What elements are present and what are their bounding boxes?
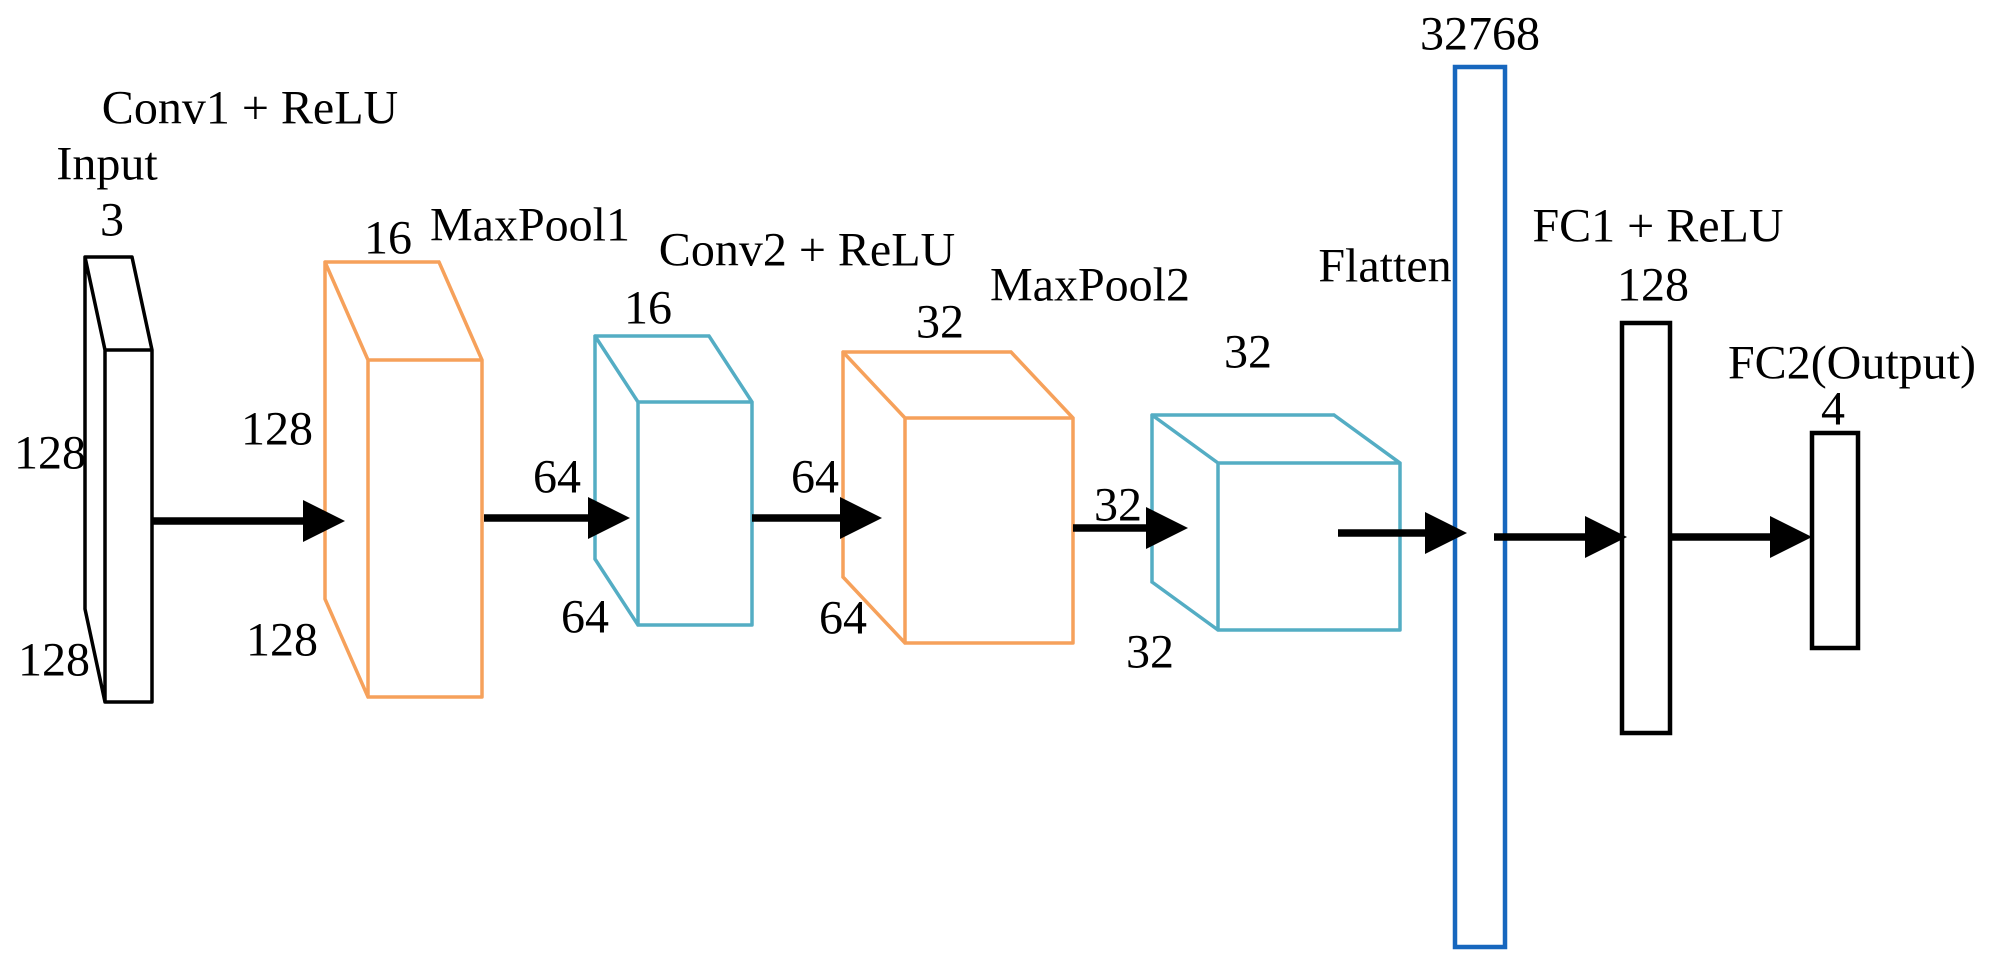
arrow-conv1-maxpool1-head-icon — [588, 497, 630, 539]
arrow-fc1-fc2-head-icon — [1770, 516, 1812, 558]
arrow-conv2-maxpool2 — [1073, 507, 1188, 549]
layer-maxpool1: MaxPool1 16 64 64 — [430, 199, 754, 644]
depth-label-input: 128 — [18, 634, 90, 687]
layer-title-conv2: Conv2 + ReLU — [659, 224, 955, 277]
layer-box-input — [83, 255, 154, 704]
arrow-flatten-fc1-head-icon — [1585, 516, 1627, 558]
layer-conv1: Conv1 + ReLU 16 128 128 — [102, 82, 484, 699]
layer-title-conv1: Conv1 + ReLU — [102, 82, 398, 135]
layer-bar-fc2 — [1809, 430, 1861, 651]
layer-title-maxpool2: MaxPool2 — [990, 259, 1190, 312]
depth-label-maxpool2: 32 — [1126, 626, 1174, 679]
arrow-conv1-maxpool1 — [484, 497, 630, 539]
layer-box-maxpool1 — [593, 334, 754, 627]
units-label-fc1: 128 — [1617, 259, 1689, 312]
layer-title-fc2: FC2(Output) — [1728, 337, 1976, 390]
units-label-flatten: 32768 — [1420, 8, 1540, 61]
channels-label-conv2: 32 — [916, 296, 964, 349]
arrow-conv2-maxpool2-head-icon — [1146, 507, 1188, 549]
height-label-maxpool1: 64 — [533, 451, 581, 504]
arrow-fc1-fc2 — [1672, 516, 1812, 558]
arrow-input-conv1 — [152, 500, 345, 542]
layer-bar-fc1 — [1619, 320, 1673, 736]
layer-conv2: Conv2 + ReLU 32 64 64 — [659, 224, 1075, 645]
layer-title-fc1: FC1 + ReLU — [1532, 200, 1783, 253]
channels-label-maxpool2: 32 — [1224, 326, 1272, 379]
layer-title-flatten: Flatten — [1318, 240, 1451, 293]
height-label-conv1: 128 — [241, 403, 313, 456]
arrow-maxpool1-conv2-head-icon — [840, 497, 882, 539]
arrow-flatten-fc1 — [1494, 516, 1627, 558]
layer-box-conv1 — [323, 260, 484, 699]
arrow-input-conv1-head-icon — [303, 500, 345, 542]
layer-fc1: FC1 + ReLU 128 — [1532, 200, 1784, 736]
layer-title-maxpool1: MaxPool1 — [430, 199, 630, 252]
layer-maxpool2: MaxPool2 32 32 32 — [990, 259, 1402, 679]
arrow-maxpool2-flatten-head-icon — [1425, 512, 1467, 554]
arrow-maxpool1-conv2 — [752, 497, 882, 539]
layer-bar-flatten — [1452, 64, 1508, 950]
layer-flatten: Flatten 32768 — [1318, 8, 1540, 950]
layer-box-maxpool2 — [1150, 413, 1402, 632]
depth-label-conv2: 64 — [819, 592, 867, 645]
channels-label-conv1: 16 — [364, 212, 412, 265]
layer-fc2: FC2(Output)4 — [1728, 337, 1976, 651]
arrow-maxpool2-flatten — [1338, 512, 1467, 554]
layer-title-input: Input — [56, 138, 158, 191]
channels-label-input: 3 — [100, 194, 124, 247]
height-label-maxpool2: 32 — [1094, 479, 1142, 532]
channels-label-maxpool1: 16 — [624, 282, 672, 335]
height-label-input: 128 — [14, 427, 86, 480]
units-label-fc2: 4 — [1821, 383, 1845, 436]
height-label-conv2: 64 — [791, 451, 839, 504]
depth-label-conv1: 128 — [246, 614, 318, 667]
layer-box-conv2 — [841, 350, 1075, 645]
depth-label-maxpool1: 64 — [561, 591, 609, 644]
